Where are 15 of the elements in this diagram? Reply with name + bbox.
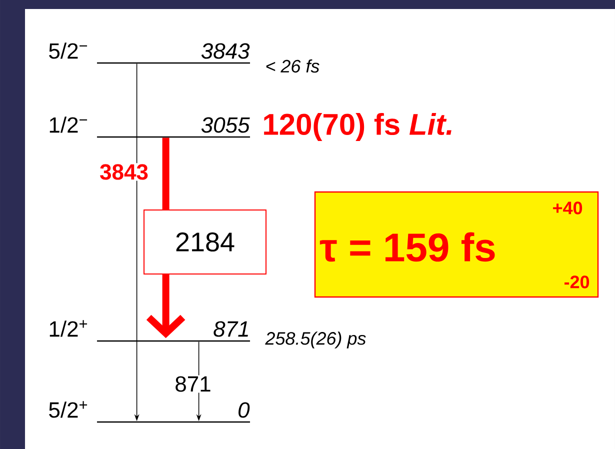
spin-label: 1/2$^{−}$ [50,116,88,133]
lifetime-label: < 26 fs [266,59,320,73]
energy-label: 3055 [201,117,250,133]
energy-label: 871 [214,321,248,337]
lifetime-label: 120(70) fs Lit. [264,113,452,141]
edge-label: 3843 [98,163,150,181]
edge-label: 2184 [144,210,266,274]
result-box: τ = 159 fs +40 -20 [314,191,599,298]
energy-label: 3843 [201,43,250,59]
spin-label: 5/2$^{+}$ [49,401,88,418]
energy-label: 0 [238,402,250,418]
spin-label: 1/2$^{+}$ [50,320,88,337]
lifetime-label: 258.5(26) ps [265,332,366,348]
edge-label: 871 [174,375,212,393]
spin-label: 5/2$^{−}$ [49,42,88,59]
